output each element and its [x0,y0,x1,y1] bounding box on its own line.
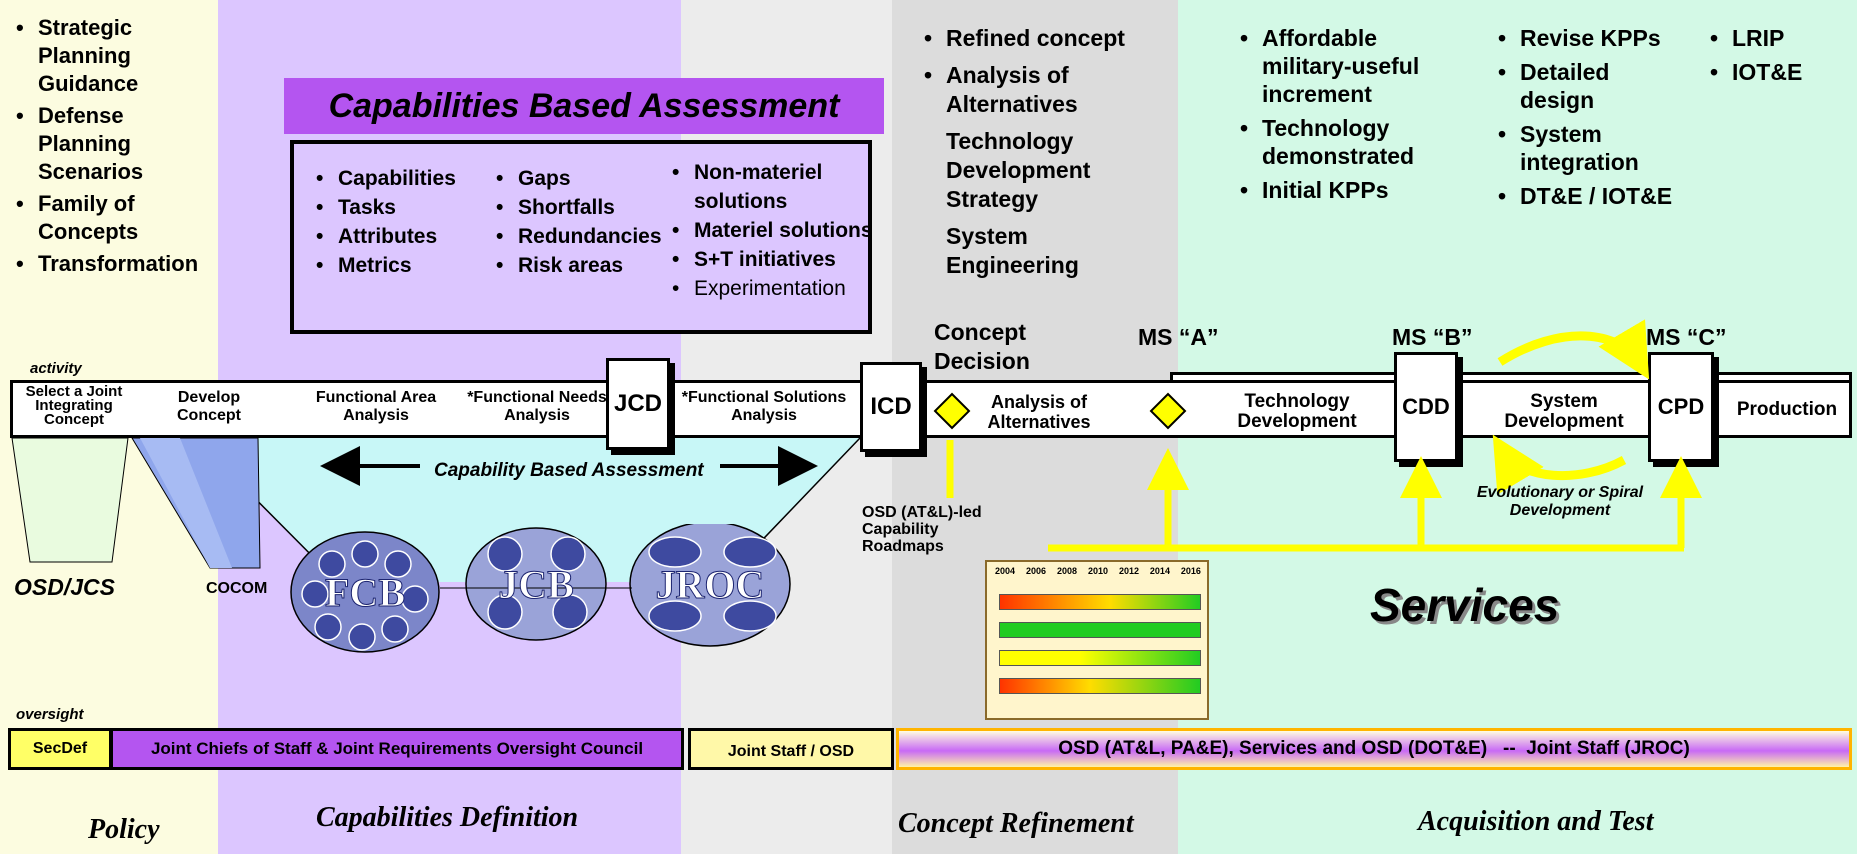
roadmap-bar [999,650,1201,666]
services-label: Services [1370,579,1560,631]
spiral-arrow-top [1497,319,1650,380]
policy-bullet: Strategic Planning Guidance [12,14,178,98]
acq-bullet: Detailed design [1494,58,1670,114]
activity-develop-concept: Develop Concept [177,389,241,424]
oversight-jcs-jroc: Joint Chiefs of Staff & Joint Requiremen… [110,728,684,770]
cba-item: Capabilities [312,164,456,193]
activity-tech-dev: Technology Development [1237,391,1357,432]
roadmap-chart: 2004 2006 2008 2010 2012 2014 2016 [985,560,1209,720]
cba-item: Risk areas [492,251,662,280]
activity-fsa: *Functional Solutions Analysis [681,389,847,424]
ms-a-label: MS “A” [1138,324,1219,350]
capabilities-definition-label: Capabilities Definition [316,802,579,833]
cba-item: Shortfalls [492,193,662,222]
jcb-label: JCB [498,562,574,607]
concept-item: Technology Development Strategy [946,128,1091,212]
acq-bullet: Technology demonstrated [1236,114,1466,170]
roadmap-year: 2012 [1118,566,1139,576]
policy-bullet: Family of Concepts [12,190,198,246]
acq-bullet: LRIP [1706,24,1846,52]
cdd-document: CDD [1394,352,1458,462]
acq-bullet: System integration [1494,120,1670,176]
concept-item: System Engineering [946,223,1079,278]
cba-title-box: Capabilities Based Assessment [284,78,884,134]
roadmap-year: 2014 [1149,566,1170,576]
acq-bullet: Affordable military-useful increment [1236,24,1466,108]
oversight-label: oversight [16,706,84,723]
jcd-document: JCD [606,358,670,450]
cba-item: Redundancies [492,222,662,251]
roadmap-years: 2004 2006 2008 2010 2012 2014 2016 [995,566,1201,576]
roadmap-year: 2010 [1087,566,1108,576]
ms-b-label: MS “B” [1392,324,1473,350]
fcb-label: FCB [325,570,405,615]
cba-item: Non-materiel solutions [668,158,878,216]
cba-item: Tasks [312,193,456,222]
boards: FCB JCB JROC [290,524,791,653]
cba-item: Materiel solutions [668,216,878,245]
osd-jcs-funnel [11,437,129,563]
activity-sys-dev: System Development [1504,391,1624,432]
cba-item: Gaps [492,164,662,193]
policy-bullet-list: Strategic Planning Guidance Defense Plan… [12,14,242,278]
cba-title: Capabilities Based Assessment [328,86,840,125]
roadmap-year: 2008 [1056,566,1077,576]
oversight-js-osd: Joint Staff / OSD [688,728,894,770]
policy-bullet: Defense Planning Scenarios [12,102,198,186]
roadmap-year: 2006 [1025,566,1047,576]
osd-roadmaps-label: OSD (AT&L)-led Capability Roadmaps [862,504,982,555]
process-bar-top-edge [1170,372,1852,380]
acq-bullet: Revise KPPs [1494,24,1694,52]
cba-item: Attributes [312,222,456,251]
acq-col3: LRIP IOT&E [1706,24,1846,86]
cba-item: Metrics [312,251,456,280]
activity-fna: *Functional Needs Analysis [467,389,607,424]
activity-aoa: Analysis of Alternatives [987,392,1091,432]
acq-col1: Affordable military-useful increment Tec… [1236,24,1466,204]
concept-bullet: Analysis of Alternatives [920,61,1126,119]
roadmap-year: 2004 [995,566,1016,576]
cba-col1: Capabilities Tasks Attributes Metrics [312,164,456,280]
icd-document: ICD [860,362,922,452]
spiral-arrow-bottom [1492,434,1627,495]
oversight-secdef: SecDef [8,728,112,770]
cba-arrow-label: Capability Based Assessment [434,460,704,481]
cba-col3: Non-materiel solutions Materiel solution… [668,158,878,303]
jroc-label: JROC [656,562,765,607]
concept-refinement-label: Concept Refinement [898,808,1134,839]
roadmap-bar [999,594,1201,610]
activity-label: activity [30,360,82,377]
acquisition-label: Acquisition and Test [1418,806,1654,837]
ms-c-label: MS “C” [1646,324,1727,350]
activity-select-jic: Select a Joint Integrating Concept [25,383,123,428]
osd-jcs-label: OSD/JCS [14,574,115,600]
cba-col2: Gaps Shortfalls Redundancies Risk areas [492,164,662,280]
concept-bullet-list: Refined concept Analysis of Alternatives… [920,24,1170,280]
concept-decision-label: Concept Decision [934,319,1030,374]
evolutionary-label: Evolutionary or Spiral Development [1476,484,1644,519]
oversight-osd-services: OSD (AT&L, PA&E), Services and OSD (DOT&… [896,728,1852,770]
cocom-label: COCOM [206,580,268,597]
cba-item: S+T initiatives [668,245,878,274]
roadmap-year: 2016 [1180,566,1201,576]
acq-bullet: IOT&E [1706,58,1846,86]
policy-bullet: Transformation [12,250,242,278]
cba-item: Experimentation [668,274,878,303]
acq-bullet: Initial KPPs [1236,176,1466,204]
acq-bullet: DT&E / IOT&E [1494,182,1694,210]
process-bar [10,380,1852,438]
policy-label: Policy [88,814,160,845]
roadmap-bar [999,622,1201,638]
activity-faa: Functional Area Analysis [315,389,437,424]
roadmap-bar [999,678,1201,694]
concept-bullet: Refined concept [920,24,1170,53]
acq-col2: Revise KPPs Detailed design System integ… [1494,24,1694,210]
activity-production: Production [1736,399,1838,420]
